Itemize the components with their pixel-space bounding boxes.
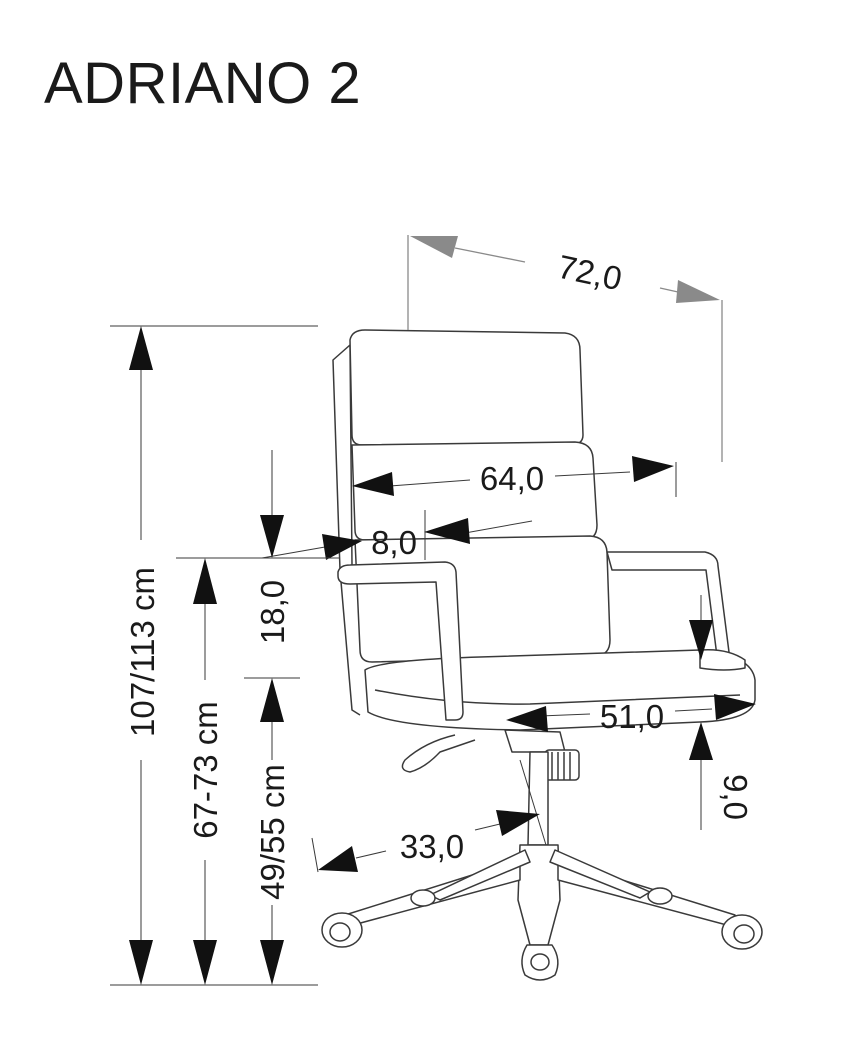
dimension-armrest-floor-height: 67-73 cm: [176, 557, 340, 985]
seat-depth-label: 51,0: [600, 698, 664, 735]
dimension-seat-thickness: 9,0: [689, 595, 754, 830]
armrest-height-arrow-top: [260, 515, 284, 558]
armrest-width-arrow-left: [322, 534, 362, 560]
total-height-arrow-top: [129, 326, 153, 370]
back-width-label: 64,0: [480, 460, 544, 497]
armrest-width-arrow-right: [424, 518, 470, 544]
seat-depth-arrow-left: [506, 706, 548, 732]
total-height-label: 107/113 cm: [124, 567, 161, 737]
armrest-floor-arrow-top: [193, 558, 217, 604]
depth-label: 72,0: [555, 248, 626, 298]
seat-height-label: 49/55 cm: [254, 764, 291, 900]
back-width-arrow-right: [632, 456, 674, 482]
product-title: ADRIANO 2: [44, 51, 362, 116]
seat-thickness-arrow-bottom: [689, 722, 713, 760]
base-radius-arrow-right: [496, 810, 540, 836]
back-width-arrow-left: [352, 472, 394, 496]
total-height-arrow-bottom: [129, 940, 153, 985]
base-radius-arrow-left: [318, 846, 358, 872]
dimension-seat-depth: 51,0: [506, 694, 756, 735]
dimension-back-width: 64,0: [352, 456, 677, 497]
seat-thickness-label: 9,0: [717, 774, 754, 820]
dimension-total-height: 107/113 cm: [110, 325, 318, 986]
armrest-width-label: 8,0: [371, 524, 417, 561]
dimension-armrest-height: 18,0: [244, 450, 300, 679]
seat-height-arrow-top: [260, 678, 284, 722]
armrest-floor-arrow-bottom: [193, 940, 217, 985]
depth-arrow-right: [676, 280, 720, 303]
seat-depth-arrow-right: [714, 694, 756, 720]
base-radius-label: 33,0: [400, 828, 464, 865]
seat-thickness-arrow-top: [689, 620, 713, 660]
dimension-base-radius: 33,0: [311, 759, 547, 873]
chair-illustration: [321, 329, 763, 981]
armrest-height-label: 18,0: [254, 580, 291, 644]
seat-height-arrow-bottom: [260, 940, 284, 985]
armrest-floor-label: 67-73 cm: [187, 701, 224, 839]
depth-arrow-left: [410, 236, 458, 258]
dimension-seat-height: 49/55 cm: [254, 678, 291, 985]
